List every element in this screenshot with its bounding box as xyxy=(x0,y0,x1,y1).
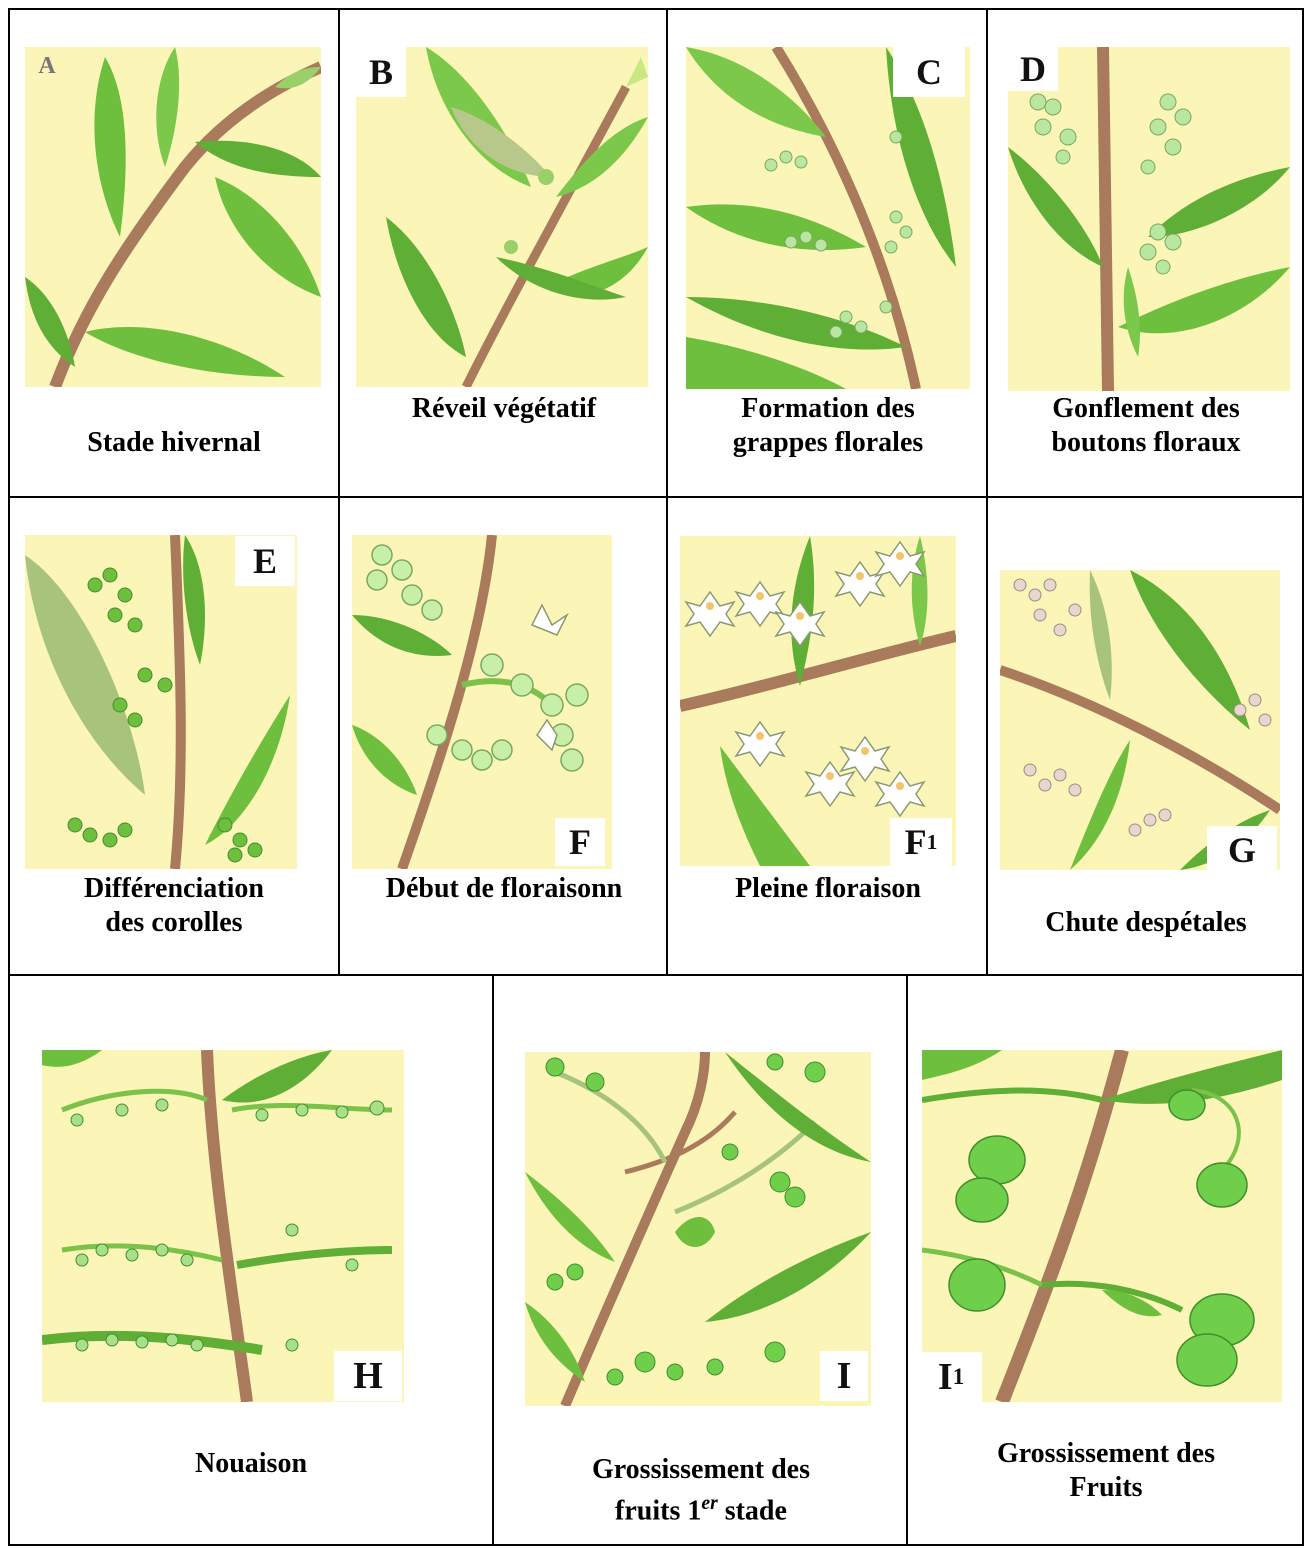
stage-caption-line2: grappes florales xyxy=(668,426,988,460)
illustration-stage-b xyxy=(356,47,648,387)
stage-caption-line1: Formation des xyxy=(668,392,988,426)
stage-caption: Chute despétales xyxy=(988,906,1304,940)
stage-letter: I xyxy=(820,1351,868,1401)
illustration-stage-h xyxy=(42,1050,404,1402)
illustration-stage-a xyxy=(25,47,321,387)
stage-letter: H xyxy=(334,1351,402,1401)
stage-caption: Début de floraisonn xyxy=(340,872,668,906)
stage-letter: G xyxy=(1207,826,1277,874)
stage-caption-line2: boutons floraux xyxy=(988,426,1304,460)
illustration-stage-g xyxy=(1000,570,1280,870)
stage-letter: F xyxy=(555,818,605,866)
stage-caption-line1: Grossissement des xyxy=(494,1453,908,1487)
stage-caption-line2: Fruits xyxy=(908,1471,1304,1505)
stage-letter-sub: 1 xyxy=(927,830,938,855)
stage-caption-line2: fruits 1er stade xyxy=(494,1487,908,1528)
stage-caption: Nouaison xyxy=(8,1447,494,1481)
illustration-stage-d xyxy=(1008,47,1290,391)
stage-letter: D xyxy=(1008,47,1058,91)
stage-letter-main: F xyxy=(905,821,927,863)
illustration-stage-c xyxy=(686,47,970,389)
stage-caption-line1: Gonflement des xyxy=(988,392,1304,426)
stage-caption: Stade hivernal xyxy=(8,426,340,460)
illustration-stage-i1 xyxy=(922,1050,1282,1402)
stage-caption-line2-sup: er xyxy=(701,1493,717,1514)
stage-letter: E xyxy=(235,536,295,586)
stage-caption-line2-post: stade xyxy=(718,1495,787,1526)
stage-letter-main: I xyxy=(938,1355,953,1399)
stage-letter-sub: 1 xyxy=(953,1364,964,1390)
stage-caption-line2-pre: fruits 1 xyxy=(615,1495,701,1526)
stage-caption: Pleine floraison xyxy=(668,872,988,906)
stage-letter: A xyxy=(33,52,61,80)
stage-letter: C xyxy=(893,47,965,97)
stage-caption: Réveil végétatif xyxy=(340,392,668,426)
stage-caption-line2: des corolles xyxy=(8,906,340,940)
stage-caption-line1: Grossissement des xyxy=(908,1437,1304,1471)
stage-letter: B xyxy=(356,47,406,97)
stage-caption-line1: Différenciation xyxy=(8,872,340,906)
illustration-stage-f1 xyxy=(680,536,956,866)
